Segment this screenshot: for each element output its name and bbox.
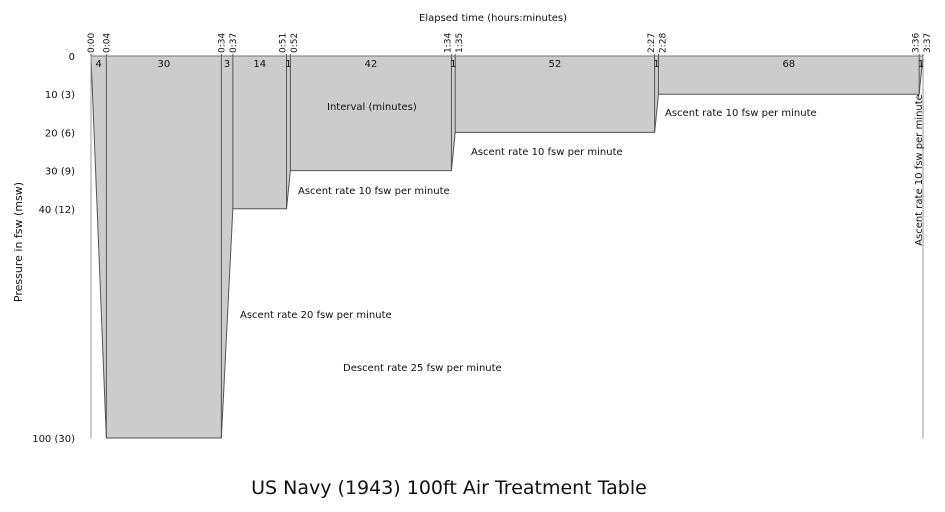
y-tick-label: 0	[69, 52, 75, 63]
annotation-ascent-10-a: Ascent rate 10 fsw per minute	[298, 186, 450, 197]
x-tick-label: 0:04	[102, 33, 112, 53]
x-tick-label: 2:27	[647, 33, 657, 53]
y-tick-label: 40 (12)	[39, 205, 76, 216]
x-tick-label: 0:51	[279, 33, 289, 53]
y-tick-label: 30 (9)	[45, 167, 75, 178]
interval-label: 42	[365, 59, 378, 70]
x-tick-label: 0:52	[290, 33, 300, 53]
x-tick-label: 1:35	[455, 33, 465, 53]
interval-label: 4	[95, 59, 101, 70]
annotation-ascent-10-c: Ascent rate 10 fsw per minute	[665, 108, 817, 119]
y-tick-label: 20 (6)	[45, 128, 75, 139]
interval-label: 1	[918, 59, 924, 70]
x-tick-label: 3:37	[923, 33, 933, 53]
x-tick-label: 0:00	[87, 33, 97, 53]
interval-label: 1	[653, 59, 659, 70]
x-tick-label: 1:34	[444, 33, 454, 53]
y-tick-label: 10 (3)	[45, 90, 75, 101]
interval-label: 1	[285, 59, 291, 70]
y-tick-label: 100 (30)	[32, 434, 75, 445]
interval-label: 30	[157, 59, 170, 70]
x-tick-label: 3:36	[911, 33, 921, 53]
annotation-interval: Interval (minutes)	[327, 102, 417, 113]
interval-label: 3	[224, 59, 230, 70]
annotation-ascent-10-b: Ascent rate 10 fsw per minute	[471, 147, 623, 158]
annotation-ascent-10-d: Ascent rate 10 fsw per minute	[914, 94, 925, 246]
x-tick-label: 2:28	[658, 33, 668, 53]
annotation-descent: Descent rate 25 fsw per minute	[343, 363, 502, 374]
annotation-ascent-20: Ascent rate 20 fsw per minute	[240, 310, 392, 321]
interval-label: 52	[549, 59, 562, 70]
x-tick-label: 0:37	[229, 33, 239, 53]
interval-label: 1	[450, 59, 456, 70]
chart-title: US Navy (1943) 100ft Air Treatment Table	[251, 477, 647, 499]
x-axis-label: Elapsed time (hours:minutes)	[419, 13, 567, 24]
interval-label: 68	[782, 59, 795, 70]
interval-label: 14	[253, 59, 266, 70]
y-axis-label: Pressure in fsw (msw)	[12, 182, 25, 302]
x-tick-label: 0:34	[217, 33, 227, 53]
